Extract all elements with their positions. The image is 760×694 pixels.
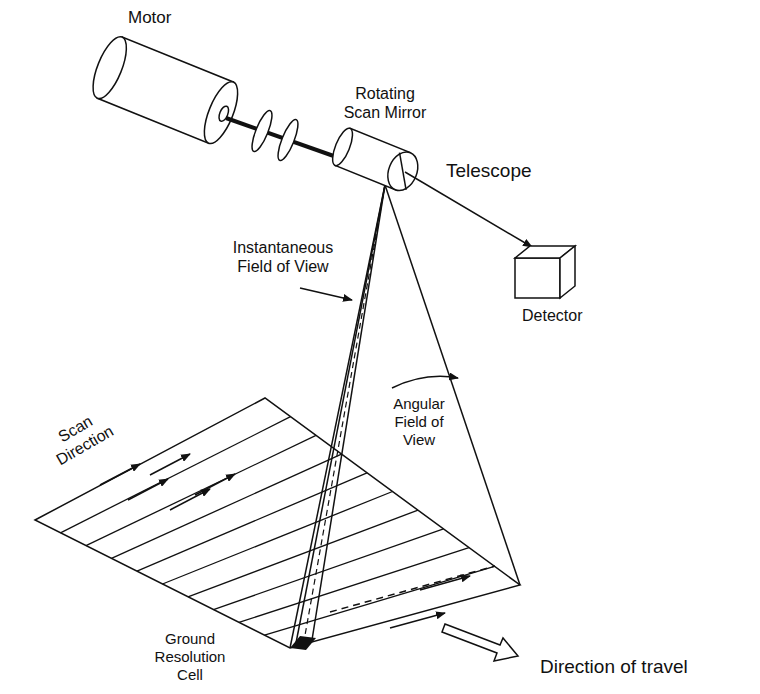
- part-label: Telescope: [446, 160, 556, 182]
- part-label: Detector: [522, 306, 612, 325]
- angle-arc: [392, 376, 458, 388]
- part-label: Ground Resolution Cell: [148, 630, 232, 684]
- shaft: [226, 108, 345, 162]
- detector-box: [515, 246, 575, 298]
- direction-label: Scan Direction: [38, 402, 123, 473]
- scan-line: [86, 435, 316, 545]
- scan-mirror: [329, 126, 424, 195]
- ground-plane: [35, 398, 520, 648]
- part-label: Instantaneous Field of View: [222, 238, 344, 276]
- leader-line: [300, 288, 352, 300]
- part-label: Rotating Scan Mirror: [337, 84, 433, 122]
- scan-line: [137, 473, 367, 571]
- scan-arrows: [100, 454, 235, 510]
- motor-body: [86, 33, 244, 148]
- swath-lines: [330, 566, 495, 628]
- scan-line: [239, 548, 469, 623]
- ground-resolution-cell: [290, 636, 316, 650]
- part-label: Angular Field of View: [387, 395, 451, 449]
- scan-line: [112, 454, 342, 558]
- scan-lines: [61, 417, 495, 636]
- travel-arrow: [442, 624, 518, 661]
- direction-label: Direction of travel: [540, 656, 740, 678]
- part-label: Motor: [128, 8, 198, 28]
- scan-line: [163, 492, 393, 585]
- optical-path: [405, 172, 532, 247]
